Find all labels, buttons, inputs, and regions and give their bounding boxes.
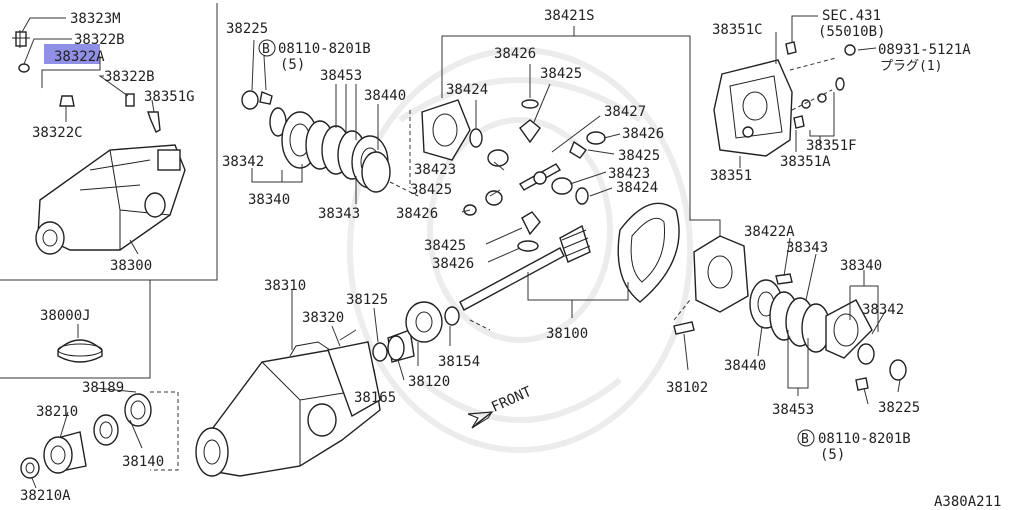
label-38300[interactable]: 38300 [110,258,152,274]
label-38342-right[interactable]: 38342 [862,302,904,318]
label-38426-d[interactable]: 38426 [432,256,474,272]
leader-38300 [129,239,139,255]
leaders-bottom-left [31,387,143,489]
highlight-38322A [44,44,100,64]
label-38102[interactable]: 38102 [666,380,708,396]
label-38425-c[interactable]: 38425 [410,182,452,198]
side-bearing-stack-right [673,235,907,391]
label-38100[interactable]: 38100 [546,326,588,342]
breather-hose-assembly [12,30,161,133]
label-38351F[interactable]: 38351F [806,138,857,154]
label-08110-top-qty: (5) [280,57,305,73]
label-38440-top[interactable]: 38440 [364,88,406,104]
label-38225-top[interactable]: 38225 [226,21,268,37]
label-08931[interactable]: 08931-5121A [878,42,971,58]
label-38340-right[interactable]: 38340 [840,258,882,274]
label-38440-right[interactable]: 38440 [724,358,766,374]
leaders-pinion [527,272,629,318]
label-38310[interactable]: 38310 [264,278,306,294]
label-38423-a[interactable]: 38423 [414,162,456,178]
label-08110-top[interactable]: 08110-8201B [278,41,371,57]
rear-cover-38351 [713,41,856,157]
differential-assembly-38300 [35,144,186,255]
label-38322C[interactable]: 38322C [32,125,83,141]
inset-frames [0,3,218,379]
label-38453-right[interactable]: 38453 [772,402,814,418]
label-38322B-mid[interactable]: 38322B [104,69,155,85]
label-38322A[interactable]: 38322A [54,49,105,65]
label-08110-bottom[interactable]: 08110-8201B [818,431,911,447]
label-38165[interactable]: 38165 [354,390,396,406]
gear-carrier-38310 [195,341,381,477]
drive-pinion-38100 [459,202,680,311]
pinion-front-parts [372,301,460,363]
label-38189[interactable]: 38189 [82,380,124,396]
label-38453-top[interactable]: 38453 [320,68,362,84]
label-38351[interactable]: 38351 [710,168,752,184]
label-38340-left[interactable]: 38340 [248,192,290,208]
leaders-rear-cover [739,15,877,168]
label-38425-d[interactable]: 38425 [424,238,466,254]
leaders-top-left [21,17,155,122]
leaders-carrier [291,290,341,350]
label-38320[interactable]: 38320 [302,310,344,326]
label-38351G[interactable]: 38351G [144,89,195,105]
label-38425-b[interactable]: 38425 [618,148,660,164]
label-38351C[interactable]: 38351C [712,22,763,38]
flange-parts [20,391,179,479]
label-38424-b[interactable]: 38424 [616,180,658,196]
label-38425-a[interactable]: 38425 [540,66,582,82]
label-sec431[interactable]: SEC.431 [822,8,881,24]
label-38322B-top[interactable]: 38322B [74,32,125,48]
side-bearing-stack-left [241,90,391,193]
label-38342-left[interactable]: 38342 [222,154,264,170]
label-38424-a[interactable]: 38424 [446,82,488,98]
label-38426-b[interactable]: 38426 [622,126,664,142]
label-38426-a[interactable]: 38426 [494,46,536,62]
watermark-logo [347,47,693,453]
circled-b-bottom [797,429,815,447]
label-38000J[interactable]: 38000J [40,308,91,324]
circled-b-top-letter: B [262,42,270,57]
leaders-diff-case [409,26,691,263]
label-38154[interactable]: 38154 [438,354,480,370]
leaders-left-stack [251,39,419,204]
label-38140[interactable]: 38140 [122,454,164,470]
label-38120[interactable]: 38120 [408,374,450,390]
circled-b-top [258,39,276,57]
leaders-pinion-front [339,307,491,381]
label-38323M[interactable]: 38323M [70,11,121,27]
label-38423-b[interactable]: 38423 [608,166,650,182]
diagram-code: A380A211 [934,494,1001,510]
label-38125[interactable]: 38125 [346,292,388,308]
label-38426-c[interactable]: 38426 [396,206,438,222]
label-plug: プラグ(1) [880,59,942,74]
cap-38000J [57,339,103,363]
label-38343-right[interactable]: 38343 [786,240,828,256]
label-sec431-code: (55010B) [818,24,885,40]
front-direction-arrow [467,411,494,429]
circled-b-bottom-letter: B [801,432,809,447]
label-38210[interactable]: 38210 [36,404,78,420]
label-38351A[interactable]: 38351A [780,154,831,170]
front-label: FRONT [489,384,535,416]
part-labels: 38323M 38322B 38322A 38322B 38351G 38322… [20,8,1001,510]
label-38427[interactable]: 38427 [604,104,646,120]
leaders-right-stack [673,210,901,405]
label-38422A[interactable]: 38422A [744,224,795,240]
label-38421S[interactable]: 38421S [544,8,595,24]
label-38210A[interactable]: 38210A [20,488,71,504]
differential-case-38421S [421,99,606,252]
label-38343-left[interactable]: 38343 [318,206,360,222]
label-08110-bottom-qty: (5) [820,447,845,463]
label-38225-right[interactable]: 38225 [878,400,920,416]
